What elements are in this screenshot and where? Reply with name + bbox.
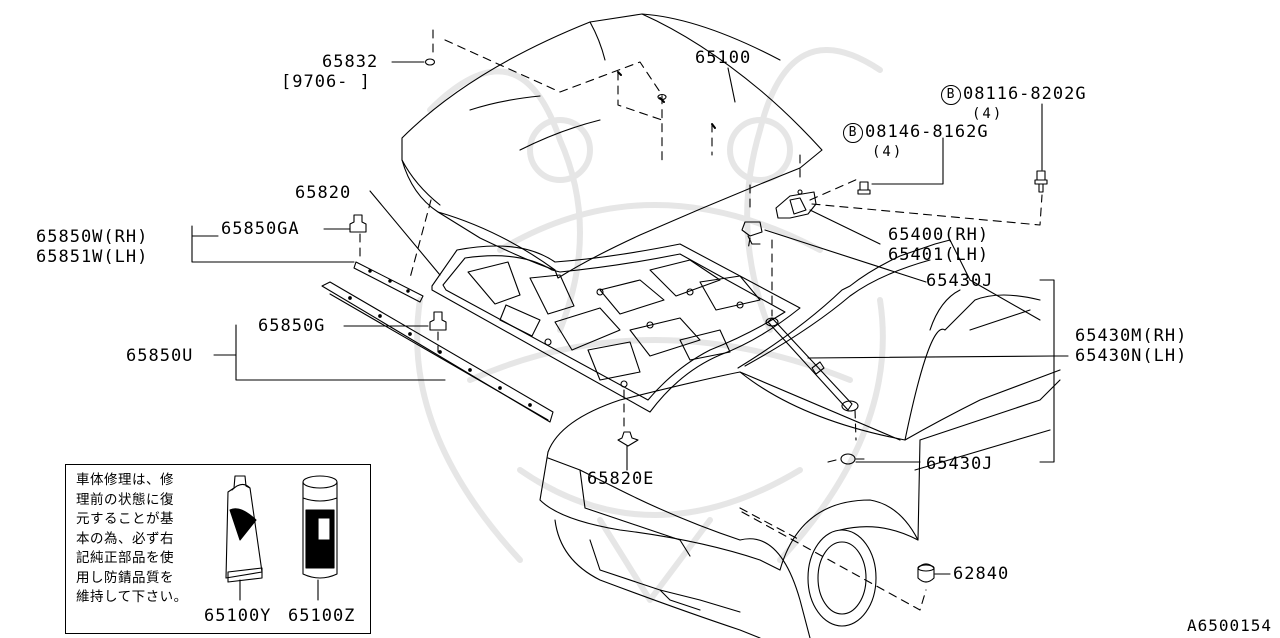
label-bolt-08146-qty: (4) xyxy=(872,144,904,160)
label-65850ga[interactable]: 65850GA xyxy=(221,219,300,239)
label-62840[interactable]: 62840 xyxy=(953,564,1010,584)
label-65430j-upper[interactable]: 65430J xyxy=(926,271,994,291)
bumper-stop-62840[interactable] xyxy=(917,563,935,583)
bolt-b-marker-icon: B xyxy=(941,85,961,105)
label-65850g[interactable]: 65850G xyxy=(258,316,326,336)
label-65820e[interactable]: 65820E xyxy=(587,469,655,489)
label-65832[interactable]: 65832 xyxy=(322,52,379,72)
bolt-08146-part: 08146-8162G xyxy=(865,122,989,142)
label-65100y[interactable]: 65100Y xyxy=(204,606,272,626)
watermark-emblem xyxy=(414,47,886,603)
clip-65820e[interactable] xyxy=(617,431,639,447)
label-65832-date: [9706- ] xyxy=(281,72,371,92)
hood-pad-65832[interactable] xyxy=(424,58,436,66)
front-hood-seal[interactable] xyxy=(353,261,424,303)
note-line: 記純正部品を使 xyxy=(76,550,174,566)
label-65430m-rh[interactable]: 65430M(RH) xyxy=(1075,326,1188,346)
bolt-08116[interactable] xyxy=(1034,170,1048,193)
note-line: 車体修理は、修 xyxy=(76,472,174,488)
note-line: 用し防錆品質を xyxy=(76,569,174,586)
label-65850u[interactable]: 65850U xyxy=(126,346,194,366)
label-65850w-rh[interactable]: 65850W(RH) xyxy=(36,227,149,247)
reference-lines xyxy=(359,29,1043,611)
bolt-08146[interactable] xyxy=(857,181,871,195)
label-65401-lh[interactable]: 65401(LH) xyxy=(888,245,990,265)
label-65430n-lh[interactable]: 65430N(LH) xyxy=(1075,346,1188,366)
stay-lower-bracket[interactable] xyxy=(827,453,865,465)
label-65851w-lh[interactable]: 65851W(LH) xyxy=(36,247,149,267)
clip-65850ga[interactable] xyxy=(349,214,367,233)
diagram-id: A6500154 xyxy=(1186,616,1272,635)
label-65430j-lower[interactable]: 65430J xyxy=(926,454,994,474)
hood-hinge[interactable] xyxy=(741,189,817,245)
clip-65850g[interactable] xyxy=(429,311,447,331)
hood-panel[interactable] xyxy=(401,13,823,279)
note-line: 元することが基 xyxy=(76,511,174,527)
sealant-tube-icon xyxy=(225,475,263,601)
hood-insulator-panel[interactable] xyxy=(431,243,801,413)
repair-note-text: 車体修理は、修 理前の状態に復 元することが基 本の為、必ず右 記純正部品を使 … xyxy=(76,471,204,608)
label-65820[interactable]: 65820 xyxy=(295,183,352,203)
bolt-b-marker-icon: B xyxy=(843,123,863,143)
label-65100z[interactable]: 65100Z xyxy=(288,606,356,626)
hood-stay[interactable] xyxy=(765,317,859,412)
rear-hood-seal[interactable] xyxy=(321,281,554,423)
label-65100[interactable]: 65100 xyxy=(695,48,752,68)
car-body xyxy=(539,239,1061,638)
bolt-08116-part: 08116-8202G xyxy=(963,84,1087,104)
repair-note-box: 車体修理は、修 理前の状態に復 元することが基 本の為、必ず右 記純正部品を使 … xyxy=(65,464,371,634)
label-bolt-08116-qty: (4) xyxy=(972,106,1004,122)
note-line: 維持して下さい。 xyxy=(76,589,188,605)
leader-lines xyxy=(191,61,1069,575)
note-line: 本の為、必ず右 xyxy=(76,530,174,547)
note-line: 理前の状態に復 xyxy=(76,491,174,508)
spray-can-icon xyxy=(302,475,338,601)
label-65400-rh[interactable]: 65400(RH) xyxy=(888,225,990,245)
